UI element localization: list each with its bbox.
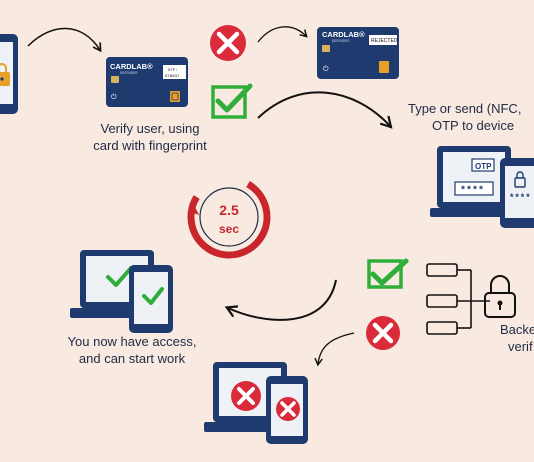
card-brand-text: CARDLAB® [110, 62, 153, 71]
fingerprint-card: CARDLAB® DEFENDER OTP: 678837 ⏻ [106, 57, 188, 107]
power-icon: ⏻ [111, 93, 117, 101]
arrow-to-denied [314, 332, 355, 367]
rejected-x-icon [210, 25, 246, 61]
arrow-device-to-card [27, 27, 102, 53]
otp-caption: Type or send (NFC, OTP to device [408, 100, 534, 134]
backend-approved-check-icon [367, 258, 409, 289]
verify-caption: Verify user, using card with fingerprint [70, 120, 230, 154]
otp-label-text: OTP [475, 162, 492, 171]
card-otp-label: OTP: [168, 69, 178, 73]
server-rack-icon [426, 263, 490, 335]
card-chip-icon [111, 76, 119, 83]
arrow-to-access [224, 279, 337, 321]
access-caption: You now have access, and can start work [52, 333, 212, 367]
timer-unit-text: sec [219, 222, 239, 236]
timer-icon: 2.5 sec [187, 175, 271, 259]
access-caption-line2: and can start work [78, 351, 186, 366]
phone-code-text: **** [509, 193, 531, 203]
backend-caption: Backe verif [500, 321, 534, 355]
access-caption-line1: You now have access, [67, 334, 197, 349]
rejected-card-power-icon: ⏻ [323, 65, 329, 73]
padlock-icon [514, 177, 526, 188]
card-sub-text: DEFENDER [120, 71, 138, 75]
access-phone-check-icon [142, 287, 164, 305]
verify-caption-line2: card with fingerprint [93, 138, 207, 153]
otp-devices-icon: OTP **** **** [430, 146, 534, 228]
locked-device-icon [0, 34, 18, 114]
otp-code-text: **** [460, 185, 484, 197]
rejected-card-brand-text: CARDLAB® [322, 30, 365, 39]
rejected-card-sub-text: DEFENDER [332, 39, 350, 43]
arrow-to-otp [257, 91, 393, 129]
backend-caption-line1: Backe [500, 322, 534, 337]
backend-padlock-icon [484, 275, 516, 318]
access-granted-devices-icon [70, 250, 173, 333]
approved-check-icon [211, 83, 253, 119]
timer-value-text: 2.5 [219, 202, 239, 218]
rejected-sticker-text: REJECTED [371, 38, 398, 44]
card-otp-value: 678837 [165, 75, 180, 79]
otp-caption-line1: Type or send (NFC, [408, 101, 522, 116]
rejected-fingerprint-sensor-icon [379, 61, 389, 73]
otp-caption-line2: OTP to device [432, 118, 515, 133]
rejected-card: CARDLAB® DEFENDER REJECTED ⏻ [317, 27, 399, 79]
backend-rejected-x-icon [366, 316, 400, 350]
arrow-to-rejected-card [257, 26, 308, 43]
backend-caption-line2: verif [508, 339, 533, 354]
fingerprint-sensor-icon [170, 91, 180, 102]
rejected-card-chip-icon [322, 45, 330, 52]
access-laptop-check-icon [106, 266, 133, 287]
verify-caption-line1: Verify user, using [100, 121, 200, 136]
access-denied-devices-icon [204, 362, 308, 444]
